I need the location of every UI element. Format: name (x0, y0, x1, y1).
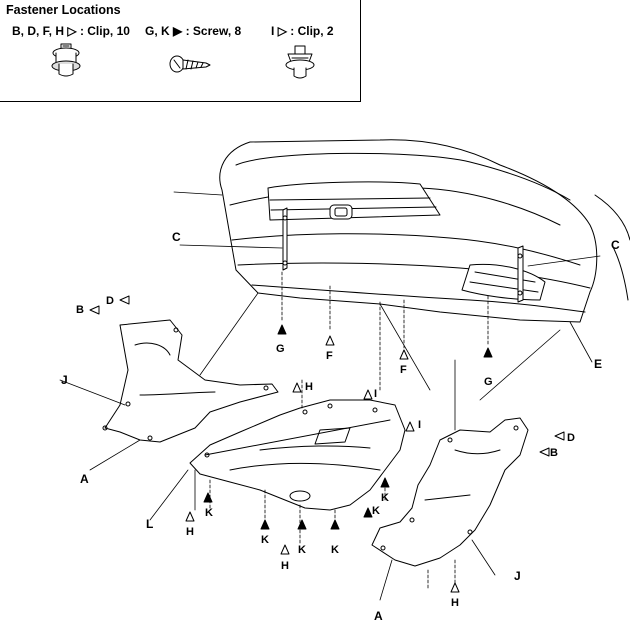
clip-marker-i-top (363, 389, 373, 400)
part-label-j-left: J (61, 373, 68, 387)
legend-letters: I (271, 24, 275, 38)
fastener-label-h-1: H (186, 526, 194, 538)
clip-marker-d-right (554, 431, 565, 441)
fastener-label-k-1: K (205, 507, 213, 519)
screw-icon (169, 55, 211, 73)
leader-lines (59, 191, 601, 601)
fastener-label-k-2: K (261, 534, 269, 546)
clip-marker-h-1 (185, 511, 195, 522)
screw-marker-k-6 (363, 507, 373, 518)
legend-box (0, 0, 361, 102)
fastener-label-k-4: K (331, 544, 339, 556)
part-label-a-left: A (80, 472, 89, 486)
legend-letters: B, D, F, H (12, 24, 65, 38)
fastener-markers (89, 295, 565, 593)
fastener-label-k-3: K (298, 544, 306, 556)
clip-marker-b-right (539, 447, 550, 457)
clip-pin-icon (285, 45, 315, 79)
fastener-label-b-left: B (76, 304, 84, 316)
front-bumper (219, 139, 630, 323)
legend-desc: : Clip, 2 (290, 24, 334, 38)
clip-marker-b-left (89, 305, 100, 315)
fastener-label-g-right: G (484, 376, 493, 388)
screw-marker-g-right (483, 347, 493, 358)
fastener-label-g-left: G (276, 343, 285, 355)
part-label-e: E (594, 357, 603, 371)
fastener-label-f-center: F (326, 350, 333, 362)
screw-marker-k-2 (260, 519, 270, 530)
fastener-label-h-2: H (281, 560, 289, 572)
legend-letters: G, K (145, 24, 170, 38)
right-splash-shield (371, 417, 529, 567)
fastener-label-h-top: H (305, 381, 313, 393)
part-label-l: L (146, 517, 154, 531)
clip-marker-h-3 (450, 582, 460, 593)
clip-marker-d-left (119, 295, 130, 305)
fastener-label-d-left: D (106, 295, 114, 307)
legend-item-screw-8: G, K ▶ : Screw, 8 (145, 24, 241, 38)
open-triangle-icon: ▷ (67, 24, 77, 38)
legend-desc: : Screw, 8 (185, 24, 242, 38)
fastener-label-f-right: F (400, 364, 407, 376)
fastener-label-d-right: D (567, 432, 575, 444)
part-label-c-left: C (172, 230, 181, 244)
clip-push-pin-icon (51, 43, 81, 77)
clip-marker-h-2 (280, 544, 290, 555)
fastener-label-h-3: H (451, 597, 459, 609)
clip-marker-f-center (325, 335, 335, 346)
legend-item-clip-2: I ▷ : Clip, 2 (271, 24, 334, 38)
fastener-label-i-right: I (418, 419, 422, 431)
open-triangle-icon: ▷ (277, 24, 287, 38)
part-label-c-right: C (611, 238, 620, 252)
engine-under-cover (189, 399, 406, 511)
fastener-label-i-top: I (374, 388, 378, 400)
screw-marker-k-3 (297, 519, 307, 530)
clip-marker-i-right (405, 421, 415, 432)
clip-marker-f-right (399, 349, 409, 360)
fastener-label-k-6: K (372, 505, 380, 517)
screw-marker-k-5 (380, 477, 390, 488)
screw-marker-k-4 (330, 519, 340, 530)
legend-desc: : Clip, 10 (79, 24, 130, 38)
screw-marker-g-left (277, 324, 287, 335)
legend-title: Fastener Locations (6, 3, 121, 17)
part-label-a-right: A (374, 609, 383, 623)
part-label-j-right: J (514, 569, 521, 583)
legend-item-clip-10: B, D, F, H ▷ : Clip, 10 (12, 24, 130, 38)
clip-marker-h-top (292, 382, 302, 393)
screw-marker-k-1 (203, 492, 213, 503)
fastener-label-k-5: K (381, 492, 389, 504)
filled-triangle-icon: ▶ (173, 24, 183, 38)
fastener-label-b-right: B (550, 447, 558, 459)
left-splash-shield (102, 319, 279, 443)
